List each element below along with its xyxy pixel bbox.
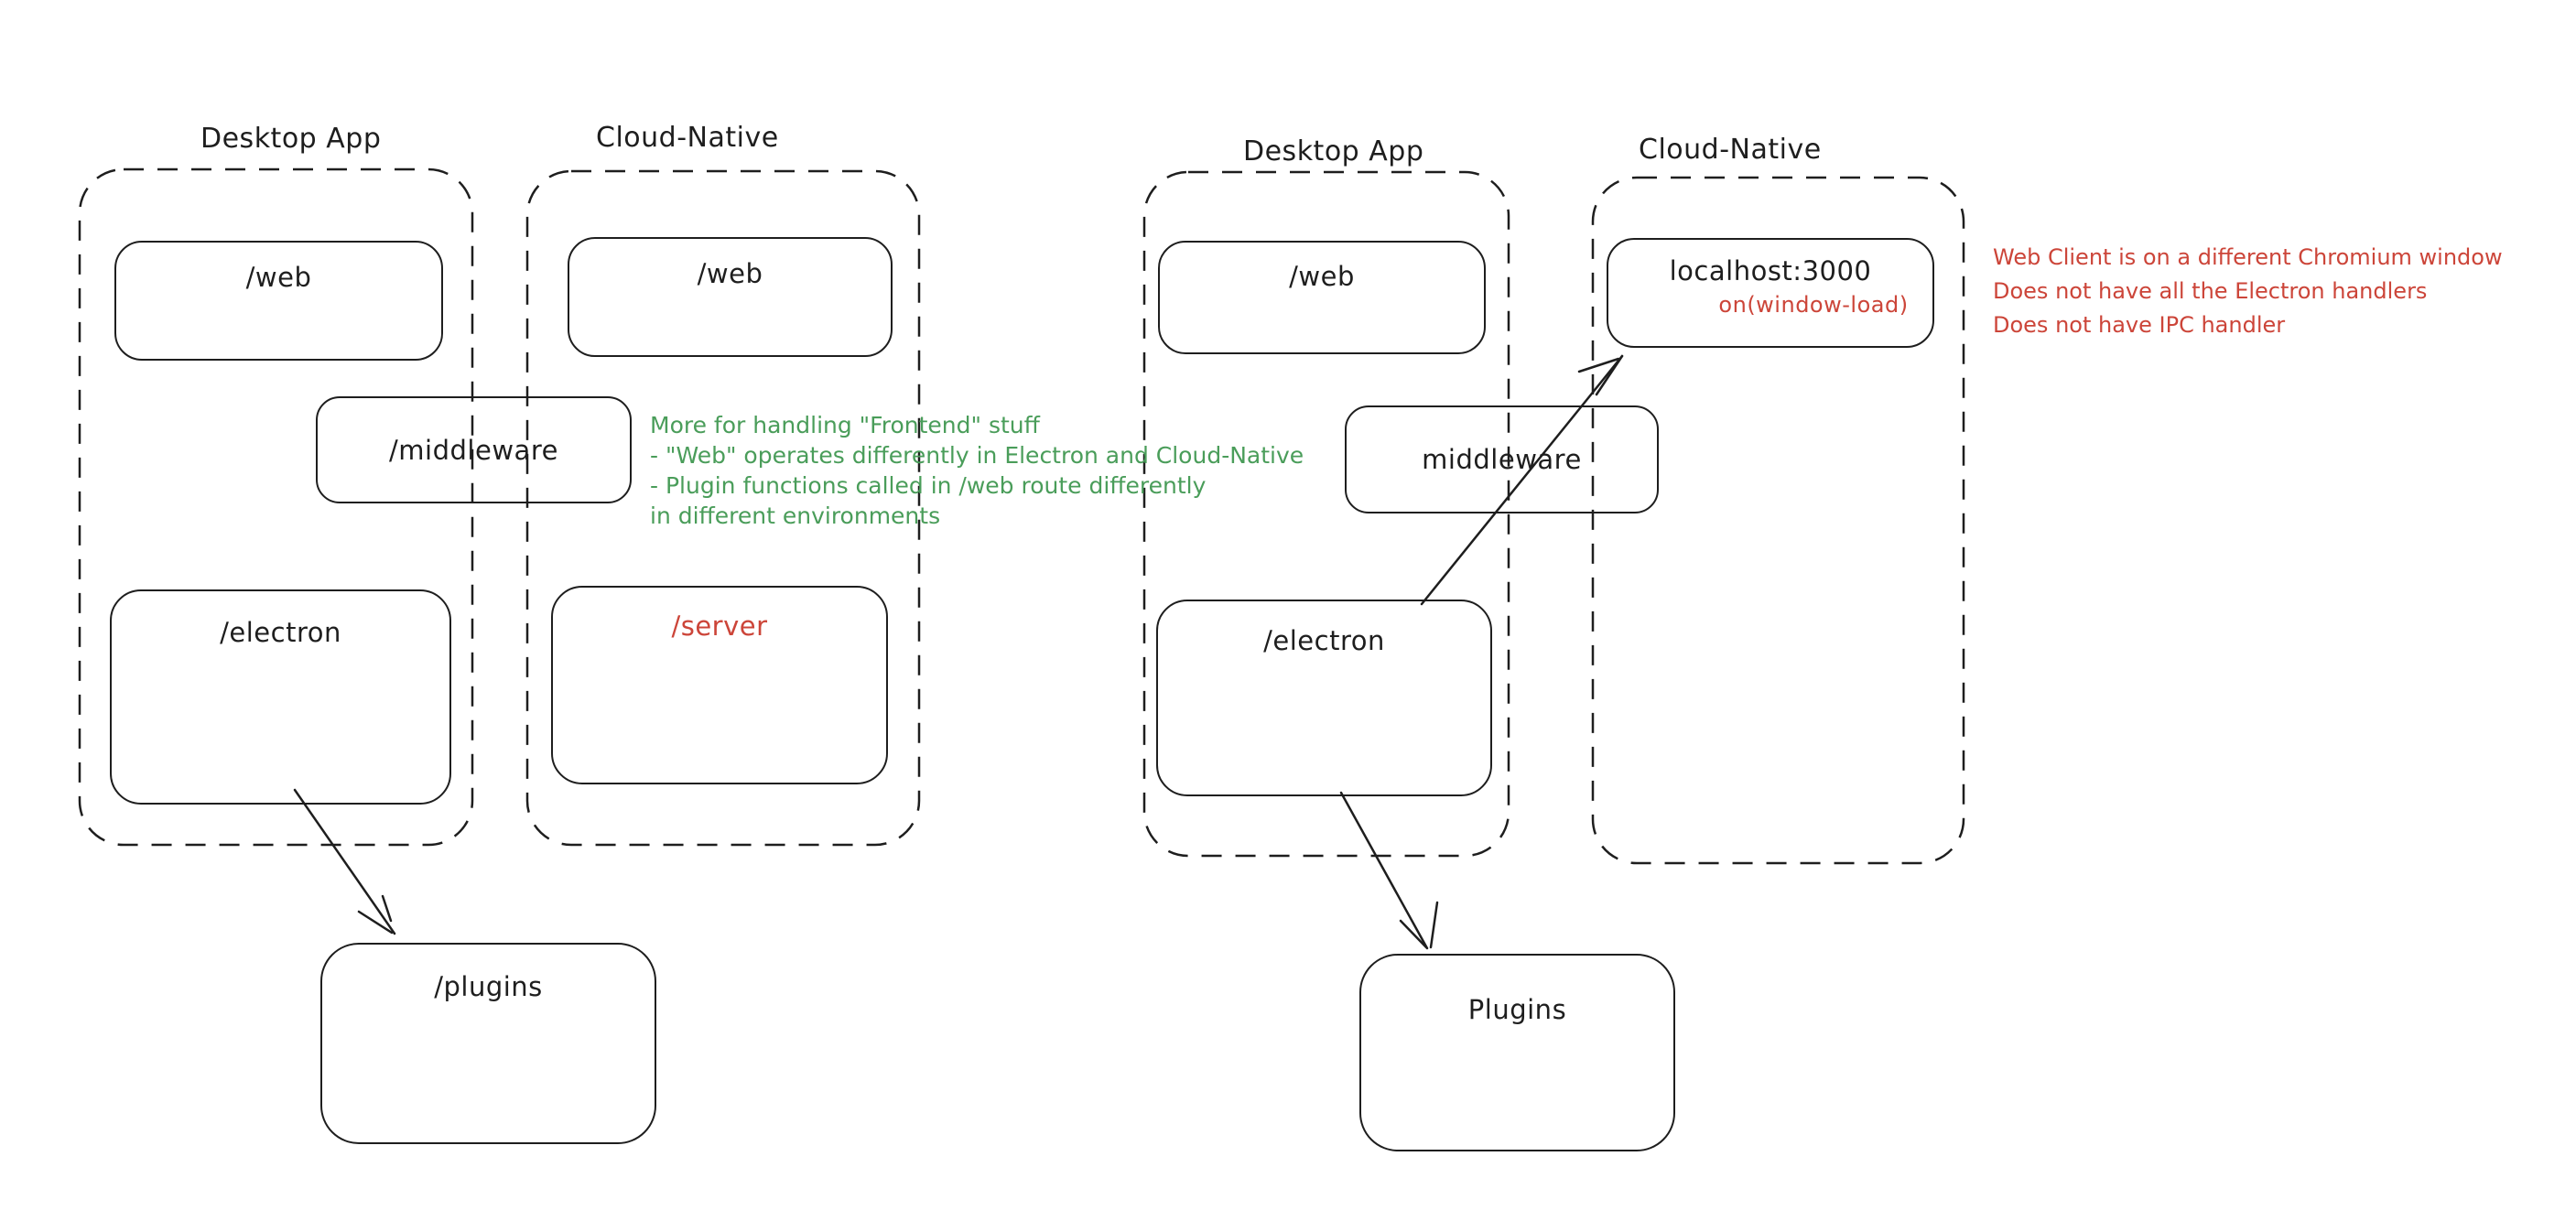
left-web-cloud-box[interactable]: /web	[568, 237, 893, 357]
right-electron-label: /electron	[1263, 625, 1385, 656]
green-annotation-line-2: - "Web" operates differently in Electron…	[650, 442, 1304, 469]
right-electron-box[interactable]: /electron	[1156, 600, 1492, 796]
left-web-desktop-box[interactable]: /web	[114, 241, 443, 361]
right-cloud-native-title[interactable]: Cloud-Native	[1639, 134, 1822, 166]
right-web-desktop-box[interactable]: /web	[1158, 241, 1486, 354]
left-middleware-box[interactable]: /middleware	[316, 396, 632, 503]
right-cloud-native-container[interactable]	[1591, 176, 1965, 865]
green-annotation[interactable]: More for handling "Frontend" stuff - "We…	[650, 410, 1304, 531]
red-annotation-line-3: Does not have IPC handler	[1993, 312, 2286, 338]
left-web-cloud-label: /web	[697, 258, 763, 289]
arrow-electron-to-localhost[interactable]	[1420, 354, 1624, 606]
left-electron-label: /electron	[220, 617, 341, 648]
right-middleware-label: middleware	[1422, 444, 1582, 475]
right-web-desktop-label: /web	[1289, 261, 1355, 292]
green-annotation-line-1: More for handling "Frontend" stuff	[650, 412, 1040, 438]
left-middleware-label: /middleware	[389, 434, 558, 466]
left-plugins-label: /plugins	[434, 971, 543, 1002]
right-localhost-box[interactable]: localhost:3000 on(window-load)	[1607, 238, 1934, 348]
left-plugins-box[interactable]: /plugins	[320, 943, 656, 1144]
green-annotation-line-4: in different environments	[650, 503, 941, 529]
right-middleware-box[interactable]: middleware	[1345, 405, 1659, 513]
right-desktop-app-container[interactable]	[1142, 170, 1510, 858]
left-server-label: /server	[671, 611, 768, 642]
left-desktop-app-container[interactable]	[78, 168, 474, 847]
red-annotation[interactable]: Web Client is on a different Chromium wi…	[1993, 241, 2503, 342]
left-web-desktop-label: /web	[245, 262, 312, 293]
right-desktop-app-title[interactable]: Desktop App	[1243, 135, 1424, 168]
left-cloud-native-container[interactable]	[525, 169, 921, 847]
arrow-electron-to-plugins-right[interactable]	[1339, 791, 1439, 950]
left-desktop-app-title[interactable]: Desktop App	[200, 123, 382, 155]
left-cloud-native-title[interactable]: Cloud-Native	[596, 122, 779, 154]
green-annotation-line-3: - Plugin functions called in /web route …	[650, 472, 1207, 499]
left-electron-box[interactable]: /electron	[110, 589, 451, 805]
right-window-load-label: on(window-load)	[1718, 292, 1909, 318]
red-annotation-line-2: Does not have all the Electron handlers	[1993, 278, 2428, 304]
right-plugins-box[interactable]: Plugins	[1359, 954, 1675, 1151]
left-server-box[interactable]: /server	[551, 586, 888, 784]
red-annotation-line-1: Web Client is on a different Chromium wi…	[1993, 244, 2503, 270]
right-plugins-label: Plugins	[1467, 994, 1567, 1025]
arrow-electron-to-plugins-left[interactable]	[293, 788, 396, 935]
right-localhost-label: localhost:3000	[1669, 255, 1872, 286]
